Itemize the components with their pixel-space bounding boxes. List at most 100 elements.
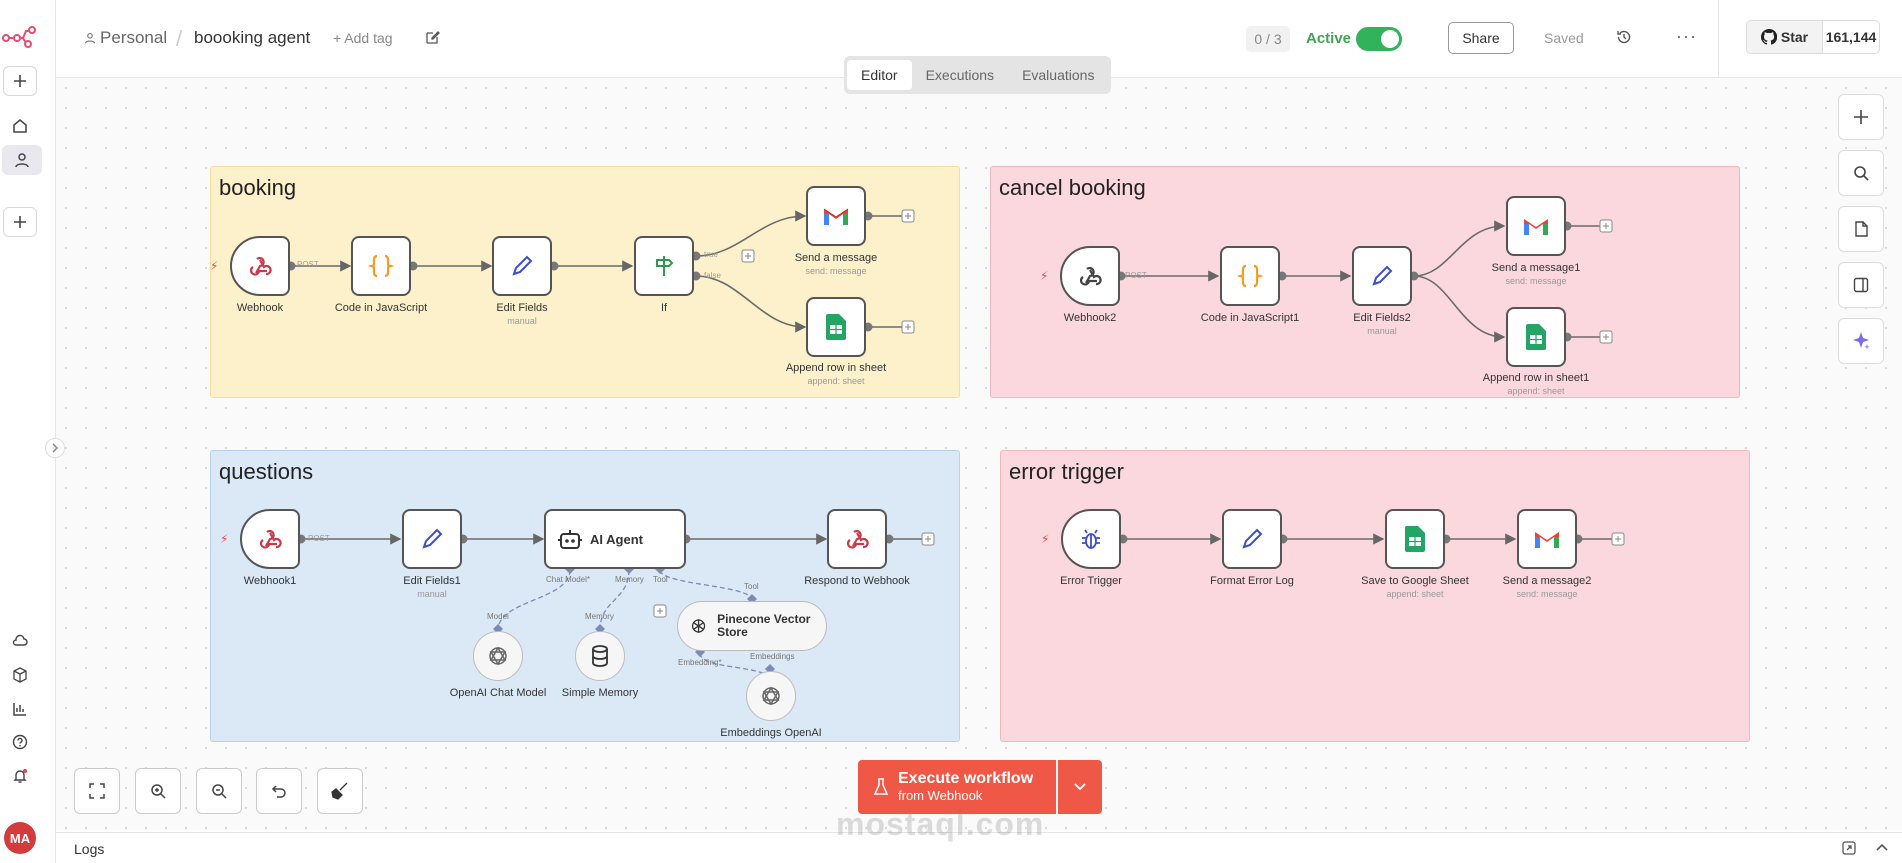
sidebar-item-help[interactable] bbox=[3, 727, 37, 757]
search-icon bbox=[1854, 166, 1869, 181]
pinecone-icon bbox=[691, 619, 706, 633]
execute-workflow-button[interactable]: Execute workflow from Webhook bbox=[858, 760, 1056, 814]
user-icon bbox=[84, 32, 96, 44]
add-sticky-button[interactable] bbox=[1838, 206, 1884, 252]
node-embeddings-openai[interactable] bbox=[746, 671, 796, 721]
history-icon[interactable] bbox=[1616, 29, 1632, 45]
node-code-in-javascript[interactable] bbox=[351, 236, 411, 296]
edge-label-false: false bbox=[704, 271, 721, 280]
sticky-note-questions[interactable]: questions bbox=[210, 450, 960, 742]
create-button[interactable] bbox=[3, 66, 37, 96]
node-edit-fields2[interactable] bbox=[1352, 246, 1412, 306]
node-send-a-message2[interactable] bbox=[1517, 509, 1577, 569]
node-ai-agent[interactable]: AI Agent bbox=[544, 509, 686, 569]
connection[interactable] bbox=[1413, 220, 1506, 277]
zoom-out-button[interactable] bbox=[196, 768, 242, 814]
package-icon bbox=[13, 667, 27, 683]
node-webhook2[interactable] bbox=[1060, 246, 1120, 306]
sticky-title: cancel booking bbox=[999, 175, 1146, 200]
node-label: Webhook2 bbox=[1063, 312, 1117, 324]
fit-view-button[interactable] bbox=[74, 768, 120, 814]
chevron-up-icon[interactable] bbox=[1876, 843, 1888, 851]
logs-panel-bar[interactable]: Logs bbox=[56, 832, 1902, 863]
node-simple-memory[interactable] bbox=[575, 631, 625, 681]
ai-assistant-button[interactable] bbox=[1838, 318, 1884, 364]
more-options-button[interactable]: ··· bbox=[1676, 26, 1697, 46]
add-project-button[interactable] bbox=[3, 207, 37, 237]
node-edit-fields[interactable] bbox=[492, 236, 552, 296]
github-star-widget[interactable]: Star 161,144 bbox=[1746, 20, 1880, 54]
node-code-in-javascript1[interactable] bbox=[1220, 246, 1280, 306]
connection[interactable] bbox=[695, 210, 807, 257]
openai-icon bbox=[762, 686, 780, 706]
sidebar-item-overview[interactable] bbox=[3, 111, 37, 141]
n8n-logo-icon[interactable] bbox=[2, 24, 38, 48]
node-subtitle: manual bbox=[1367, 326, 1397, 336]
node-label: Format Error Log bbox=[1210, 575, 1294, 587]
bell-icon bbox=[13, 769, 27, 783]
sticky-note-error-trigger[interactable]: error trigger bbox=[1000, 450, 1750, 742]
node-append-row-in-sheet1[interactable] bbox=[1506, 307, 1566, 367]
tab-executions[interactable]: Executions bbox=[925, 67, 995, 83]
add-node-button[interactable] bbox=[1838, 94, 1884, 140]
sidebar-collapse-button[interactable] bbox=[45, 438, 65, 458]
ai-connection-tool[interactable] bbox=[659, 569, 753, 601]
avatar[interactable]: MA bbox=[4, 822, 36, 854]
node-pinecone-vector-store[interactable]: Pinecone Vector Store bbox=[677, 601, 827, 651]
share-button[interactable]: Share bbox=[1448, 22, 1514, 54]
sidebar-item-cloud[interactable] bbox=[3, 626, 37, 656]
node-webhook1[interactable] bbox=[240, 509, 300, 569]
node-label: Simple Memory bbox=[561, 687, 639, 699]
sidebar-item-insights[interactable] bbox=[3, 694, 37, 724]
node-label: Code in JavaScript1 bbox=[1200, 312, 1300, 324]
tab-evaluations[interactable]: Evaluations bbox=[1022, 67, 1095, 83]
workflow-name[interactable]: boooking agent bbox=[194, 28, 311, 47]
node-title: Pinecone Vector Store bbox=[717, 612, 811, 639]
pencil-icon bbox=[1242, 528, 1263, 549]
add-tag-button[interactable]: + Add tag bbox=[333, 30, 393, 46]
webhook-icon bbox=[1080, 266, 1102, 286]
github-star-button[interactable]: Star bbox=[1747, 21, 1823, 53]
ai-connection-memory[interactable] bbox=[599, 569, 630, 631]
active-toggle[interactable] bbox=[1356, 27, 1402, 51]
tab-editor[interactable]: Editor bbox=[847, 60, 912, 90]
node-subtitle: append: sheet bbox=[1507, 386, 1565, 396]
logs-label: Logs bbox=[74, 841, 105, 857]
search-nodes-button[interactable] bbox=[1838, 150, 1884, 196]
popout-icon[interactable] bbox=[1842, 841, 1856, 855]
sidebar-item-personal[interactable] bbox=[2, 145, 42, 175]
google-sheets-icon bbox=[1405, 526, 1425, 552]
zoom-in-button[interactable] bbox=[135, 768, 181, 814]
project-name: Personal bbox=[100, 28, 168, 47]
connection[interactable] bbox=[1413, 275, 1506, 343]
ai-connection-chat-model[interactable] bbox=[497, 569, 571, 631]
breadcrumb-project[interactable]: Personal bbox=[84, 28, 167, 48]
node-format-error-log[interactable] bbox=[1222, 509, 1282, 569]
node-save-to-google-sheet[interactable] bbox=[1385, 509, 1445, 569]
node-append-row-in-sheet[interactable] bbox=[806, 297, 866, 357]
edit-description-icon[interactable] bbox=[426, 30, 440, 44]
sidebar-item-notifications[interactable] bbox=[3, 761, 37, 791]
gmail-icon bbox=[1524, 219, 1548, 235]
node-send-a-message1[interactable] bbox=[1506, 196, 1566, 256]
node-openai-chat-model[interactable] bbox=[473, 631, 523, 681]
node-error-trigger[interactable] bbox=[1061, 509, 1121, 569]
node-send-a-message[interactable] bbox=[806, 186, 866, 246]
tidy-up-button[interactable] bbox=[317, 768, 363, 814]
node-if[interactable] bbox=[634, 236, 694, 296]
node-edit-fields1[interactable] bbox=[402, 509, 462, 569]
google-sheets-icon bbox=[1526, 324, 1546, 350]
toggle-panel-button[interactable] bbox=[1838, 262, 1884, 308]
sidebar-item-templates[interactable] bbox=[3, 660, 37, 690]
node-label: Edit Fields bbox=[496, 302, 548, 314]
trigger-bolt-icon: ⚡ bbox=[220, 532, 229, 546]
chevron-right-icon bbox=[52, 443, 59, 453]
connection[interactable] bbox=[695, 275, 807, 333]
node-subtitle: append: sheet bbox=[1386, 589, 1444, 599]
node-label: If bbox=[660, 302, 668, 314]
execute-options-button[interactable] bbox=[1058, 760, 1102, 814]
node-respond-to-webhook[interactable] bbox=[827, 509, 887, 569]
node-webhook[interactable] bbox=[230, 236, 290, 296]
code-braces-icon bbox=[367, 254, 395, 278]
undo-button[interactable] bbox=[256, 768, 302, 814]
